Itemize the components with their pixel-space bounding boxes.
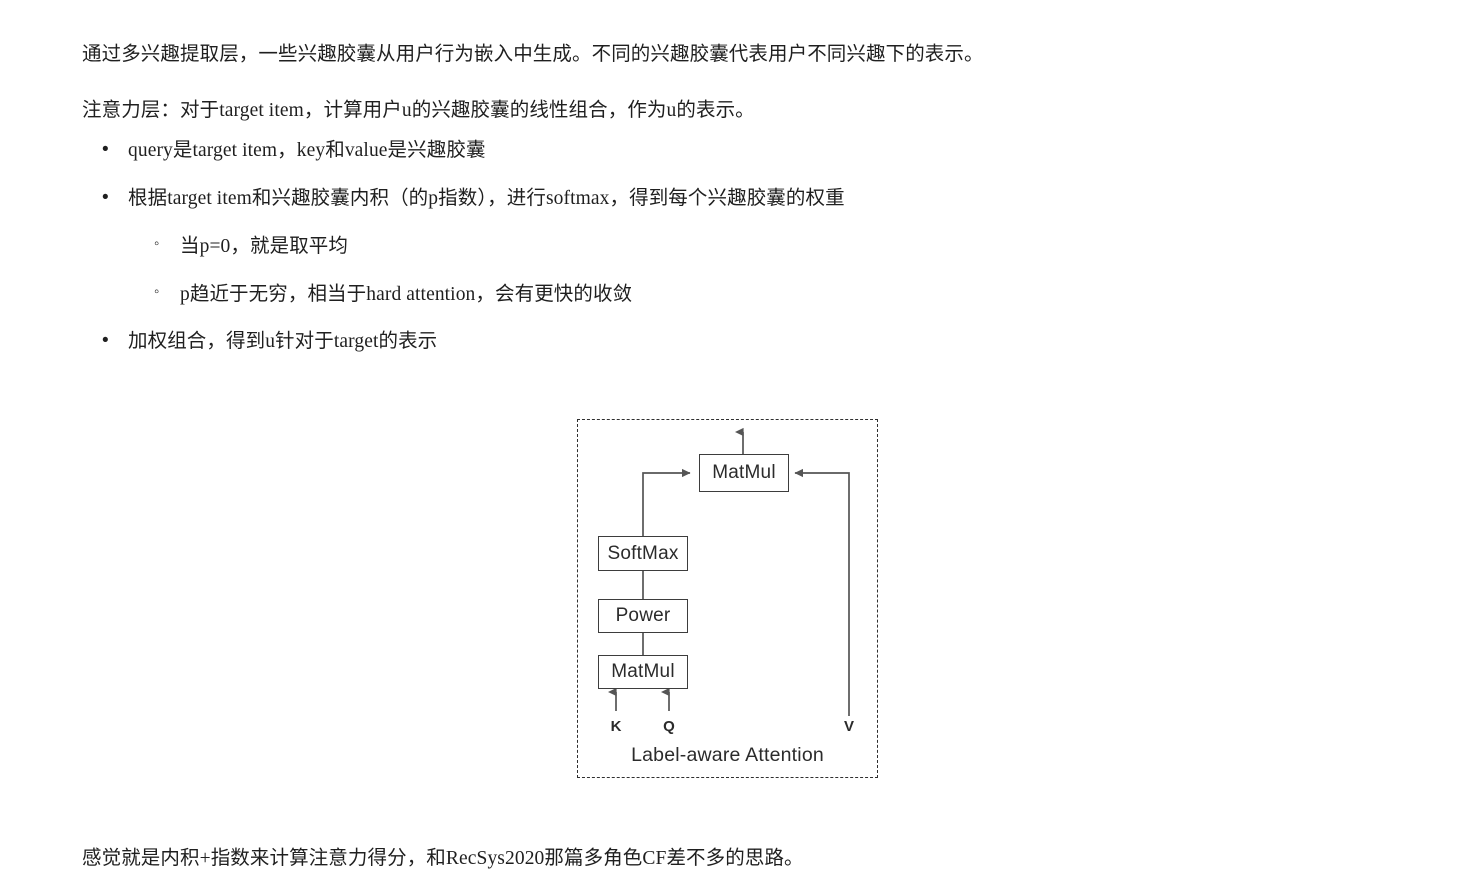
list-item-label: 加权组合，得到u针对于target的表示 [128, 331, 438, 352]
list-item: • query是target item，key和value是兴趣胶囊 [102, 137, 486, 164]
document-page: 通过多兴趣提取层，一些兴趣胶囊从用户行为嵌入中生成。不同的兴趣胶囊代表用户不同兴… [82, 43, 984, 869]
list-item: • 根据target item和兴趣胶囊内积（的p指数），进行softmax，得… [102, 185, 845, 212]
node-softmax: SoftMax [598, 536, 688, 571]
list-item-label: query是target item，key和value是兴趣胶囊 [128, 140, 486, 161]
bullet-marker: ◦ [154, 235, 160, 252]
list-item: • 加权组合，得到u针对于target的表示 [102, 328, 438, 355]
input-label-k: K [610, 718, 622, 735]
input-label-v: V [843, 718, 854, 735]
bullet-marker: • [102, 187, 109, 208]
paragraph-intro: 通过多兴趣提取层，一些兴趣胶囊从用户行为嵌入中生成。不同的兴趣胶囊代表用户不同兴… [82, 43, 984, 65]
diagram-connector-lines [608, 427, 850, 716]
paragraph-closing: 感觉就是内积+指数来计算注意力得分，和RecSys2020那篇多角色CF差不多的… [82, 847, 804, 869]
paragraph-attention-layer: 注意力层：对于target item，计算用户u的兴趣胶囊的线性组合，作为u的表… [82, 99, 755, 121]
bullet-marker: • [102, 330, 109, 351]
diagram-caption: Label-aware Attention [631, 744, 824, 766]
list-item-label: 根据target item和兴趣胶囊内积（的p指数），进行softmax，得到每… [128, 188, 845, 209]
list-item-label: p趋近于无穷，相当于hard attention，会有更快的收敛 [180, 284, 633, 305]
bullet-marker: • [102, 139, 109, 160]
list-item: ◦ 当p=0，就是取平均 [154, 233, 348, 260]
list-item-label: 当p=0，就是取平均 [180, 236, 348, 257]
list-item: ◦ p趋近于无穷，相当于hard attention，会有更快的收敛 [154, 281, 633, 308]
bullet-marker: ◦ [154, 283, 160, 300]
label-aware-attention-diagram: MatMul SoftMax Power MatMul K Q V Label-… [577, 419, 878, 778]
node-power: Power [598, 599, 688, 633]
node-bottom-matmul: MatMul [598, 655, 688, 689]
input-label-q: Q [663, 718, 675, 735]
node-top-matmul: MatMul [699, 454, 789, 492]
